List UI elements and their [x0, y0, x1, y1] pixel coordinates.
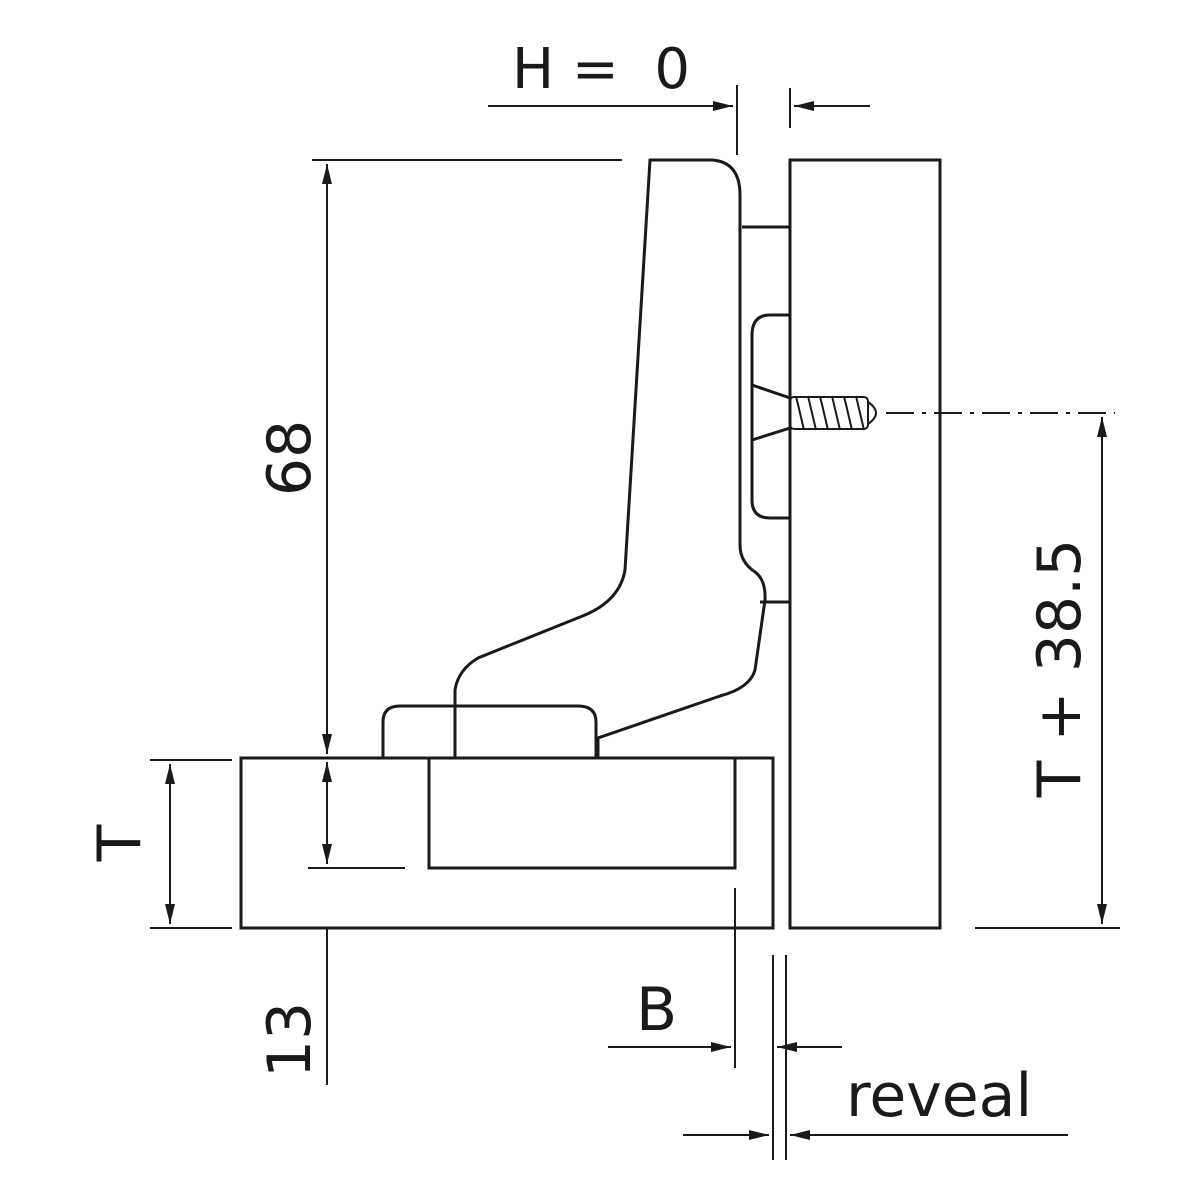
- hinge-arm: [453, 158, 767, 760]
- depth-label: 13: [255, 1002, 325, 1078]
- thickness-label: T: [85, 824, 155, 862]
- mounting-plate: [742, 225, 792, 604]
- door-panel: [239, 756, 775, 930]
- h-offset-label: H = 0: [512, 37, 690, 102]
- cabinet-side-panel: [788, 158, 942, 930]
- hinge-cup-recess: [427, 756, 737, 870]
- hinge-cup: [381, 704, 598, 758]
- screw-position-label: T + 38.5: [1025, 539, 1095, 799]
- screw: [750, 382, 877, 443]
- height-label: 68: [255, 420, 325, 496]
- boring-distance-label: B: [636, 975, 677, 1045]
- reveal-label: reveal: [846, 1061, 1032, 1131]
